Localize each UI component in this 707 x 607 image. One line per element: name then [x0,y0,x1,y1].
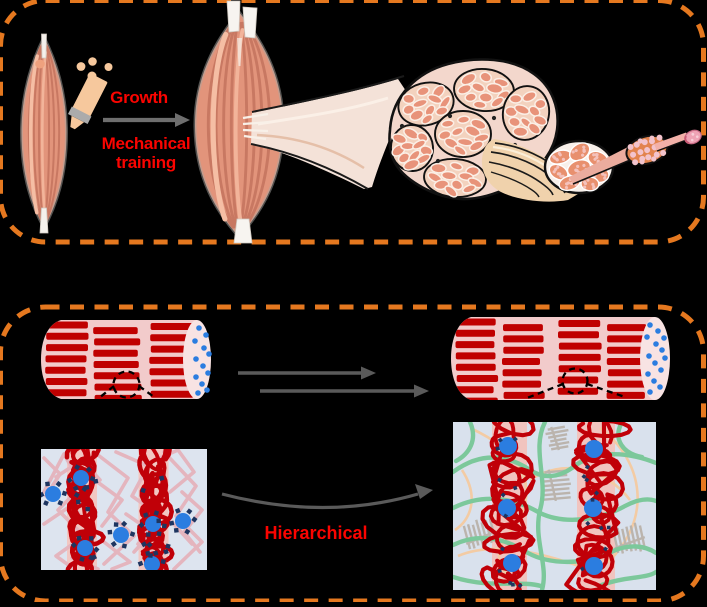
svg-text:Hierarchical: Hierarchical [264,523,367,543]
svg-text:Growth: Growth [110,88,168,107]
svg-text:training: training [116,153,176,172]
svg-text:Mechanical: Mechanical [102,134,191,153]
